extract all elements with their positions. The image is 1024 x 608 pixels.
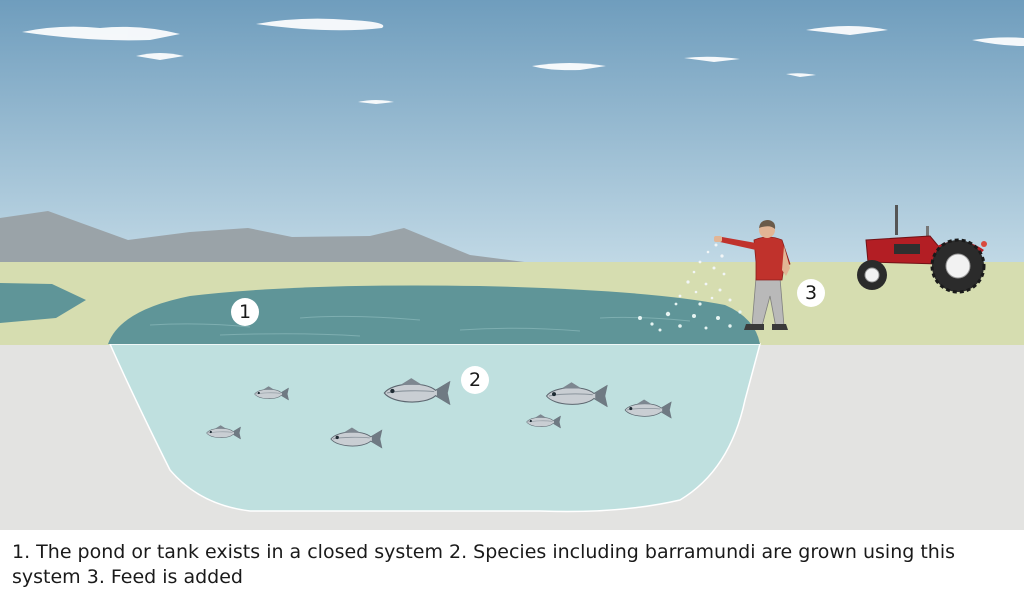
marker-3: 3 [797, 279, 825, 307]
diagram-caption: 1. The pond or tank exists in a closed s… [12, 541, 956, 588]
farmer-figure [714, 220, 791, 330]
feed-splash [638, 302, 742, 332]
pond-surface [108, 285, 760, 344]
cloud [684, 56, 740, 62]
cloud [136, 53, 184, 60]
tractor-icon [857, 205, 987, 294]
farmer-arm [720, 237, 756, 250]
farmer-shoes [744, 324, 788, 330]
marker-1: 1 [231, 298, 259, 326]
side-pond [0, 283, 86, 323]
sky [0, 0, 1024, 275]
tractor-light [981, 241, 987, 247]
cloud [532, 63, 606, 71]
tractor-grille [894, 244, 920, 254]
water-ripples [149, 315, 691, 337]
pond-underwater [108, 343, 761, 513]
farmer-hair [759, 220, 776, 229]
clouds [22, 18, 1024, 104]
farmer-hand [714, 236, 722, 242]
cloud [806, 26, 888, 35]
cloud [22, 26, 180, 41]
feed-pellets [678, 243, 732, 302]
farmer-other-arm [782, 246, 790, 276]
farmer-shirt [753, 236, 791, 281]
tractor-rear-hub [945, 253, 971, 279]
mountain-range [0, 211, 540, 264]
cloud [358, 100, 394, 104]
aquaculture-scene: 1 2 3 [0, 0, 1024, 530]
marker-label: 2 [469, 369, 481, 391]
tractor-canopy-post [926, 226, 929, 244]
cloud [256, 18, 384, 31]
marker-label: 1 [239, 301, 251, 323]
cloud [972, 37, 1024, 46]
marker-2: 2 [461, 366, 489, 394]
cloud [786, 73, 816, 77]
tractor-front-hub [864, 267, 880, 283]
tractor-exhaust [895, 205, 898, 235]
marker-label: 3 [805, 282, 817, 304]
